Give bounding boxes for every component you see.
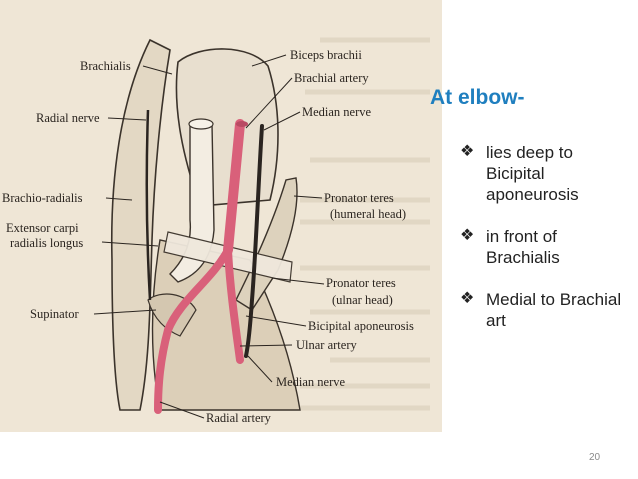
brachio-radialis-shape: [110, 38, 171, 411]
label-radial-nerve: Radial nerve: [36, 111, 100, 125]
label-brachialis: Brachialis: [80, 59, 131, 73]
bullet-item: ❖ Medial to Brachial art: [458, 289, 634, 331]
label-pronator-teres-ulnar: Pronator teres: [326, 276, 396, 290]
diamond-bullet-icon: ❖: [460, 290, 475, 307]
label-radial-artery: Radial artery: [206, 411, 272, 425]
label-pronator-teres-ulnar-head: (ulnar head): [332, 293, 393, 307]
label-extensor-carpi: Extensor carpi: [6, 221, 79, 235]
bullet-text: lies deep to Bicipital aponeurosis: [486, 143, 579, 204]
bullet-item: ❖ in front of Brachialis: [458, 226, 634, 268]
median-nerve: [244, 124, 264, 358]
label-bicipital-aponeurosis: Bicipital aponeurosis: [308, 319, 414, 333]
label-extensor-carpi-radialis-longus: radialis longus: [10, 236, 83, 250]
label-brachial-artery: Brachial artery: [294, 71, 369, 85]
label-leaders: [93, 54, 325, 419]
diamond-bullet-icon: ❖: [460, 227, 475, 244]
bullet-list: ❖ lies deep to Bicipital aponeurosis ❖ i…: [458, 142, 634, 352]
elbow-anatomy-figure: Biceps brachii Brachial artery Brachiali…: [0, 0, 442, 432]
figure-labels: Biceps brachii Brachial artery Brachiali…: [2, 48, 414, 425]
background-page-text: [290, 37, 430, 411]
radial-artery: [154, 246, 232, 414]
anatomy-illustration: Biceps brachii Brachial artery Brachiali…: [2, 37, 430, 425]
label-median-nerve-top: Median nerve: [302, 105, 372, 119]
slide-heading: At elbow-: [430, 86, 525, 109]
radial-nerve: [145, 109, 152, 301]
label-pronator-teres-humeral: Pronator teres: [324, 191, 394, 205]
diamond-bullet-icon: ❖: [460, 143, 475, 160]
brachial-artery: [223, 119, 245, 255]
biceps-cut-end: [188, 118, 214, 130]
label-biceps-brachii: Biceps brachii: [290, 48, 362, 62]
bullet-text: Medial to Brachial art: [486, 290, 622, 330]
label-supinator: Supinator: [30, 307, 79, 321]
label-ulnar-artery: Ulnar artery: [296, 338, 357, 352]
label-brachio-radialis: Brachio-radialis: [2, 191, 83, 205]
bullet-text: in front of Brachialis: [486, 227, 560, 267]
label-pronator-teres-humeral-head: (humeral head): [330, 207, 406, 221]
bullet-item: ❖ lies deep to Bicipital aponeurosis: [458, 142, 634, 205]
ulnar-artery: [224, 246, 244, 364]
brachial-artery-cut-end: [236, 121, 248, 127]
label-median-nerve-bottom: Median nerve: [276, 375, 346, 389]
slide-number: 20: [589, 452, 601, 463]
